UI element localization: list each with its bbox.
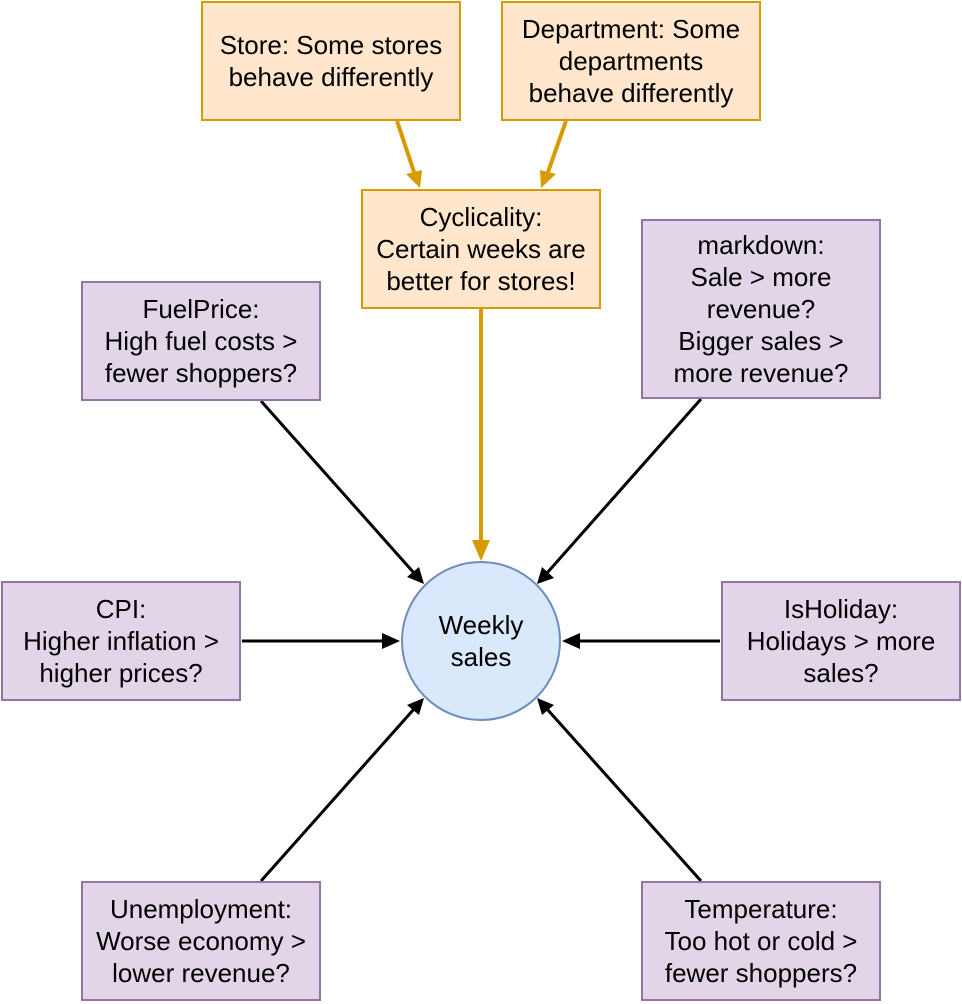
markdown-node-label: markdown: Sale > more revenue? Bigger sa… xyxy=(673,230,849,388)
markdown-node: markdown: Sale > more revenue? Bigger sa… xyxy=(641,219,881,399)
weekly-sales-node: Weekly sales xyxy=(401,561,561,721)
edge-isholiday-to-weekly-sales xyxy=(562,633,720,649)
store-node-label: Store: Some stores behave differently xyxy=(219,30,443,92)
cyclicality-node: Cyclicality: Certain weeks are better fo… xyxy=(361,189,601,309)
edge-unemployment-to-weekly-sales xyxy=(259,698,424,882)
fuelprice-node: FuelPrice: High fuel costs > fewer shopp… xyxy=(81,281,321,401)
weekly-sales-node-label: Weekly sales xyxy=(438,610,524,672)
unemployment-node: Unemployment: Worse economy > lower reve… xyxy=(81,881,321,1001)
department-node: Department: Some departments behave diff… xyxy=(501,1,761,121)
edge-fuelprice-to-weekly-sales xyxy=(259,400,424,584)
edge-temperature-to-weekly-sales xyxy=(537,698,703,883)
cyclicality-node-label: Cyclicality: Certain weeks are better fo… xyxy=(376,202,586,296)
cpi-node-label: CPI: Higher inflation > higher prices? xyxy=(23,594,219,688)
isholiday-node: IsHoliday: Holidays > more sales? xyxy=(721,581,961,701)
edge-markdown-to-weekly-sales xyxy=(537,398,703,584)
store-node: Store: Some stores behave differently xyxy=(201,1,461,121)
temperature-node: Temperature: Too hot or cold > fewer sho… xyxy=(641,881,881,1001)
cpi-node: CPI: Higher inflation > higher prices? xyxy=(1,581,241,701)
isholiday-node-label: IsHoliday: Holidays > more sales? xyxy=(746,594,936,688)
temperature-node-label: Temperature: Too hot or cold > fewer sho… xyxy=(664,894,858,988)
edge-cyclicality-to-weekly-sales xyxy=(472,309,490,561)
fuelprice-node-label: FuelPrice: High fuel costs > fewer shopp… xyxy=(104,294,298,388)
edge-store-to-cyclicality xyxy=(395,120,422,188)
unemployment-node-label: Unemployment: Worse economy > lower reve… xyxy=(96,894,306,988)
edge-cpi-to-weekly-sales xyxy=(242,633,400,649)
edge-department-to-cyclicality xyxy=(540,120,568,188)
department-node-label: Department: Some departments behave diff… xyxy=(521,14,741,108)
